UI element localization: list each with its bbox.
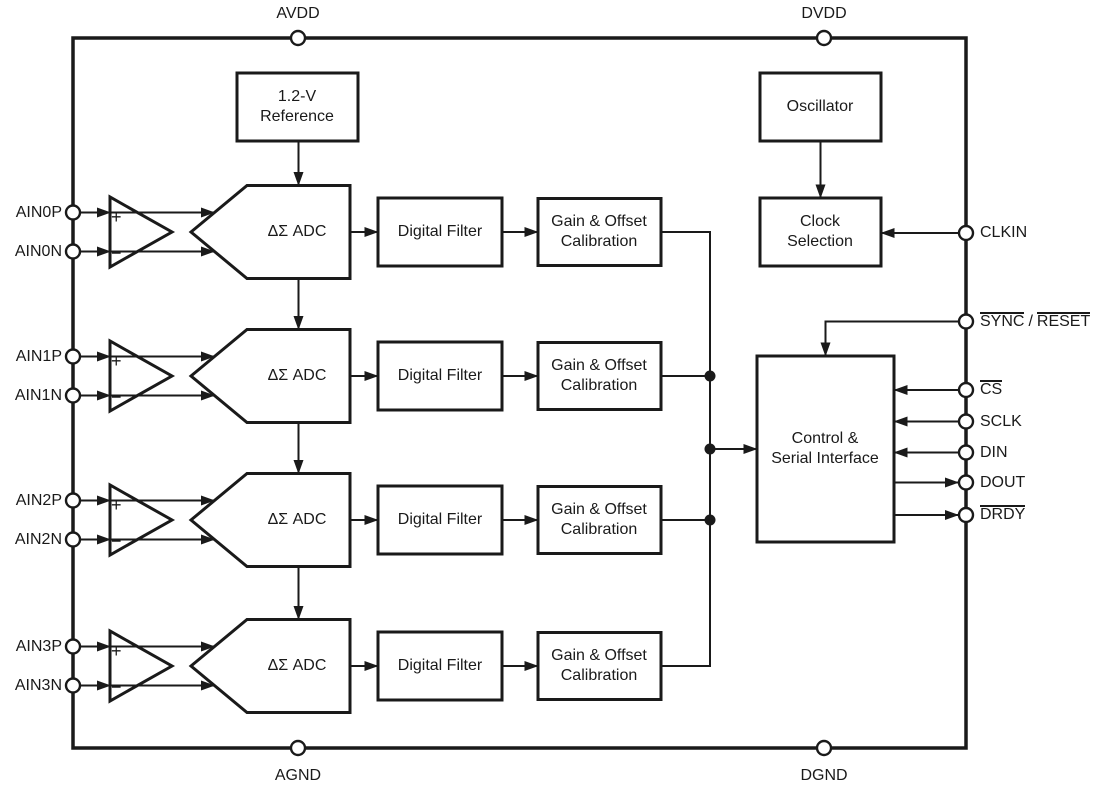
arrowhead	[97, 390, 111, 401]
amp-plus-sign: +	[111, 351, 122, 371]
block-label-adc-3: ΔΣ ADC	[267, 657, 327, 674]
block-label-cal-3: Gain & Offset Calibration	[551, 647, 647, 684]
amplifier-symbol	[108, 482, 176, 558]
pin-label-din: DIN	[980, 443, 1008, 461]
pin-circle-ain2p	[64, 492, 82, 509]
amp-minus-sign: −	[111, 243, 122, 263]
arrowhead	[97, 534, 111, 545]
pin-label-cs: CS	[980, 380, 1003, 400]
pin-circle-sclk	[957, 413, 975, 430]
pin-circle-drdy	[957, 506, 975, 524]
arrowhead	[97, 207, 111, 218]
pin-label-ain3n: AIN3N	[14, 676, 62, 694]
arrowhead	[97, 495, 111, 506]
arrowhead	[97, 351, 111, 362]
pin-circle-agnd	[289, 739, 307, 757]
block-label-clock-selection: Clock Selection	[787, 213, 853, 250]
block-label-filter-1: Digital Filter	[397, 367, 483, 384]
block-label-oscillator: Oscillator	[786, 98, 854, 115]
pin-label-ain0n: AIN0N	[14, 242, 62, 260]
channel-row-3: + −	[64, 618, 663, 714]
arrowhead	[97, 246, 111, 257]
block-label-adc-1: ΔΣ ADC	[267, 367, 327, 384]
arrowhead	[97, 680, 111, 691]
digital-filter-block	[376, 484, 504, 556]
pin-circle-ain3n	[64, 677, 82, 694]
pin-label-ain2n: AIN2N	[14, 530, 62, 548]
pin-circle-ain0n	[64, 243, 82, 260]
pin-label-ain0p: AIN0P	[15, 203, 62, 221]
amp-minus-sign: −	[111, 677, 122, 697]
pin-label-ain1n: AIN1N	[14, 386, 62, 404]
pin-label-dout: DOUT	[980, 473, 1026, 491]
block-label-adc-2: ΔΣ ADC	[267, 511, 327, 528]
block-label-cal-2: Gain & Offset Calibration	[551, 501, 647, 538]
amplifier-symbol	[108, 194, 176, 270]
pin-circle-clkin	[957, 224, 975, 242]
block-label-cal-0: Gain & Offset Calibration	[551, 213, 647, 250]
block-label-cal-1: Gain & Offset Calibration	[551, 357, 647, 394]
pin-circle-ain1n	[64, 387, 82, 404]
amplifier-symbol	[108, 628, 176, 704]
junction-dot	[704, 370, 716, 382]
arrowhead	[97, 641, 111, 652]
amplifier-symbol	[108, 338, 176, 414]
pin-label-ain1p: AIN1P	[15, 347, 62, 365]
pin-label-sync-reset: SYNC/RESET	[980, 311, 1091, 332]
block-label-adc-0: ΔΣ ADC	[267, 223, 327, 240]
pin-circle-ain2n	[64, 531, 82, 548]
pin-label-sync: SYNC	[980, 311, 1025, 330]
pin-label-ain2p: AIN2P	[15, 491, 62, 509]
pin-label-cs-text: CS	[980, 380, 1003, 398]
amp-minus-sign: −	[111, 531, 122, 551]
calibration-block	[536, 631, 663, 701]
block-label-filter-3: Digital Filter	[397, 657, 483, 674]
pin-circle-ain1p	[64, 348, 82, 365]
calibration-block	[536, 341, 663, 411]
pin-label-ain3p: AIN3P	[15, 637, 62, 655]
channel-row-2: + −	[64, 472, 663, 568]
pin-label-drdy-text: DRDY	[980, 505, 1026, 523]
control-block	[755, 354, 896, 544]
pin-label-dgnd: DGND	[800, 767, 848, 784]
block-label-reference: 1.2-V Reference	[260, 88, 334, 125]
pin-label-drdy: DRDY	[980, 505, 1026, 525]
pin-circle-avdd	[289, 29, 307, 47]
junction-dot	[704, 443, 716, 455]
pin-label-clkin: CLKIN	[980, 224, 1028, 241]
channel-row-1: + −	[64, 328, 663, 424]
junction-dot	[704, 514, 716, 526]
pin-circle-dout	[957, 474, 975, 491]
amp-minus-sign: −	[111, 387, 122, 407]
calibration-block	[536, 485, 663, 555]
bus-line	[661, 231, 711, 667]
pin-circle-ain0p	[64, 204, 82, 221]
amp-plus-sign: +	[111, 495, 122, 515]
pin-circle-dgnd	[815, 739, 833, 757]
pin-label-agnd: AGND	[274, 767, 322, 784]
block-label-control: Control & Serial Interface	[771, 430, 879, 467]
pin-circle-ain3p	[64, 638, 82, 655]
digital-filter-block	[376, 196, 504, 268]
wire-sync-reset	[820, 320, 959, 357]
digital-filter-block	[376, 630, 504, 702]
pin-circle-dvdd	[815, 29, 833, 47]
pin-circle-din	[957, 444, 975, 461]
channel-row-0: + −	[64, 184, 663, 280]
pin-label-sclk: SCLK	[980, 412, 1022, 430]
block-label-filter-2: Digital Filter	[397, 511, 483, 528]
pin-label-separator: /	[1028, 312, 1033, 330]
calibration-block	[536, 197, 663, 267]
pin-label-reset: RESET	[1036, 311, 1091, 330]
amp-plus-sign: +	[111, 207, 122, 227]
pin-label-dvdd: DVDD	[801, 5, 847, 22]
pin-circle-cs	[957, 381, 975, 399]
block-label-filter-0: Digital Filter	[397, 223, 483, 240]
pin-circle-sync-reset	[957, 313, 975, 330]
pin-label-avdd: AVDD	[276, 5, 320, 22]
amp-plus-sign: +	[111, 641, 122, 661]
